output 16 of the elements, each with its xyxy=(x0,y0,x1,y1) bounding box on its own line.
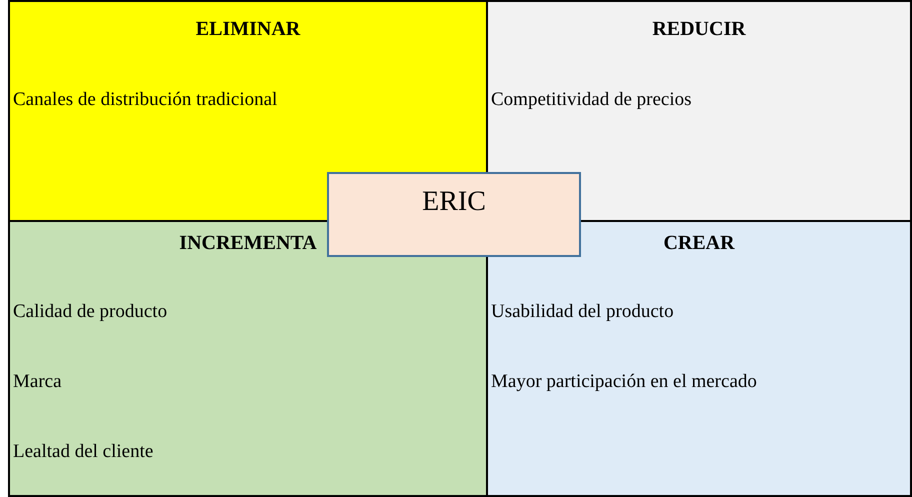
list-item: Mayor participación en el mercado xyxy=(491,370,757,394)
list-item: Canales de distribución tradicional xyxy=(13,88,278,112)
quadrant-panel xyxy=(8,0,488,222)
quadrant-panel xyxy=(486,220,912,497)
quadrant-heading: ELIMINAR xyxy=(196,17,300,42)
quadrant-heading: REDUCIR xyxy=(652,17,746,42)
list-item: Calidad de producto xyxy=(13,300,168,324)
quadrant-heading: INCREMENTA xyxy=(179,231,317,256)
quadrant-panel xyxy=(486,0,912,222)
center-box: ERIC xyxy=(327,172,581,257)
list-item: Marca xyxy=(13,370,62,394)
quadrant-heading: CREAR xyxy=(663,231,735,256)
list-item: Usabilidad del producto xyxy=(491,300,674,324)
list-item: Competitividad de precios xyxy=(491,88,692,112)
quadrant-panel xyxy=(8,220,488,497)
list-item: Lealtad del cliente xyxy=(13,440,154,464)
